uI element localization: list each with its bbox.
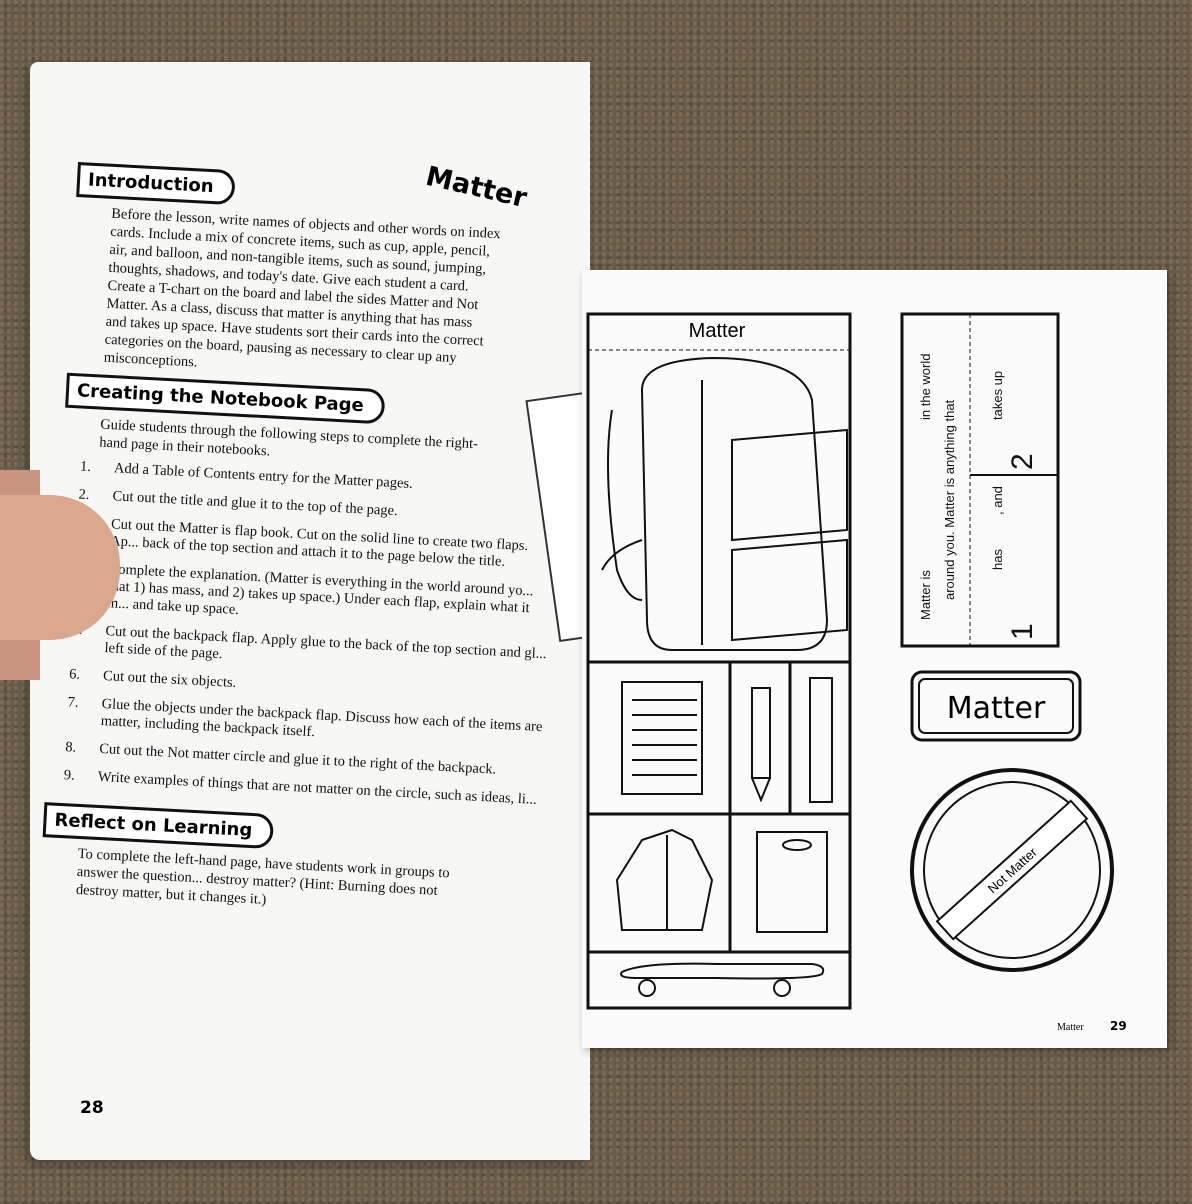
- left-page-content: Introduction Before the lesson, write na…: [39, 162, 577, 931]
- pencil-icon: [751, 687, 771, 803]
- flap-number-1: 1: [1006, 623, 1039, 640]
- notebook-icon: [621, 681, 703, 795]
- left-page: Matter Introduction Before the lesson, w…: [30, 62, 633, 1160]
- backpack-label: Matter: [689, 320, 746, 342]
- right-page-number: 29: [1110, 1019, 1127, 1033]
- title-box-text: Matter: [947, 691, 1046, 726]
- worksheet-art: Matter: [586, 312, 1127, 1033]
- ruler-icon: [809, 677, 833, 803]
- left-page-number: 28: [80, 1098, 104, 1118]
- thumb-finger: [0, 495, 120, 640]
- shirt-icon: [615, 828, 714, 931]
- reflect-heading: Reflect on Learning: [42, 802, 275, 850]
- footer-label: Matter: [1057, 1022, 1084, 1033]
- step-item: 4.Complete the explanation. (Matter is e…: [74, 559, 534, 619]
- right-page: Matter: [582, 270, 1167, 1048]
- skateboard-icon: [620, 962, 825, 997]
- flap-text-around-you: around you. Matter is anything that: [942, 399, 957, 600]
- steps-list: 1.Add a Table of Contents entry for the …: [63, 459, 561, 810]
- title-box-outer: [910, 670, 1082, 742]
- flap-book-border: [900, 312, 1060, 648]
- flap-text-has: has: [990, 549, 1005, 570]
- backpack-icon: [601, 356, 848, 651]
- reflect-text: To complete the left-hand page, have stu…: [75, 845, 450, 908]
- flap-text-takes-up: takes up: [990, 371, 1005, 420]
- flap-text-in-world: in the world: [918, 354, 933, 420]
- not-matter-band: Not Matter: [935, 799, 1089, 941]
- introduction-text: Before the lesson, write names of object…: [103, 205, 502, 371]
- flap-text-matter-is: Matter is: [918, 570, 933, 620]
- book-icon: [756, 831, 828, 933]
- flap-number-2: 2: [1006, 453, 1039, 470]
- title-box-inner: [918, 678, 1074, 734]
- not-matter-circle: [910, 768, 1114, 972]
- introduction-heading: Introduction: [76, 162, 236, 206]
- flap-text-and: , and: [990, 486, 1005, 515]
